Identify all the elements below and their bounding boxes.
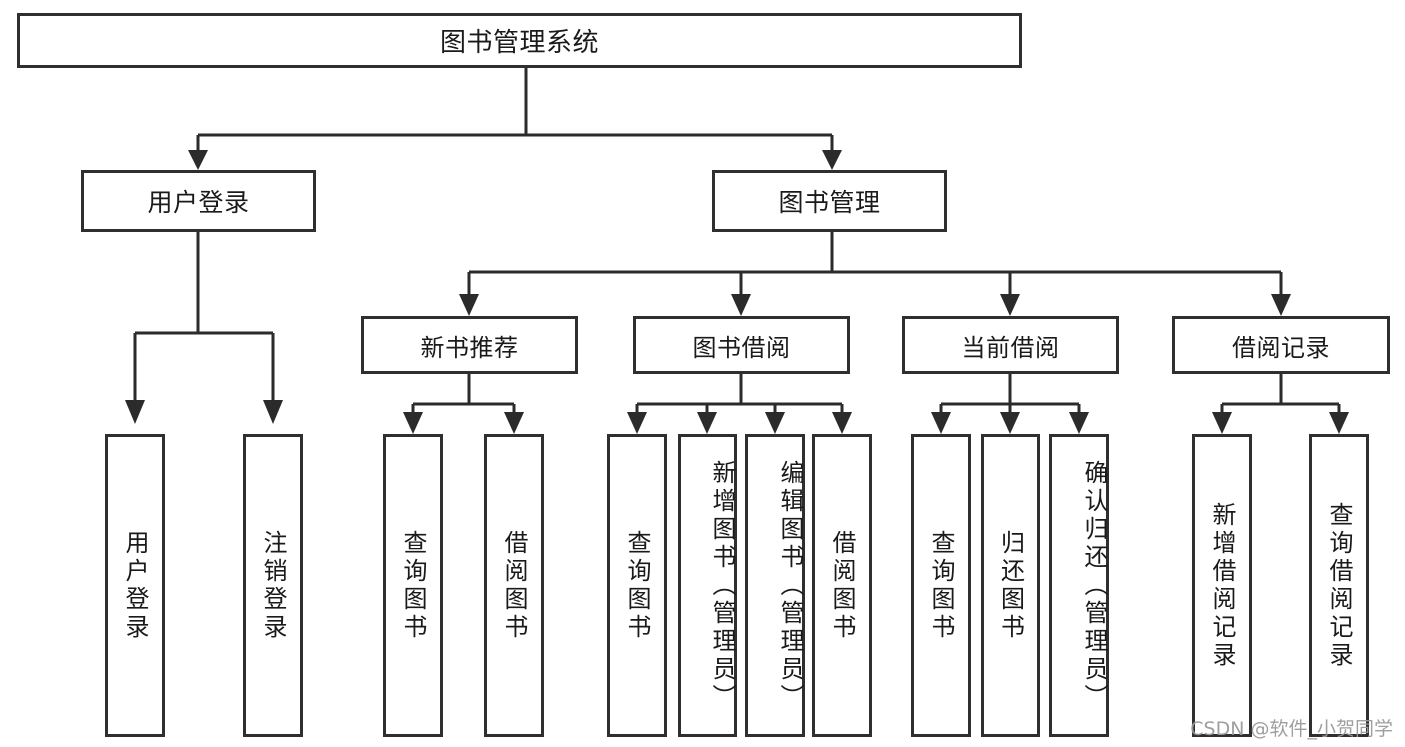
arrowhead-currentborrow-leaf1 (931, 412, 951, 434)
leaf-new-book-borrow[interactable]: 借阅图书 (484, 434, 544, 737)
arrowhead-borrowrecord (1271, 294, 1291, 316)
leaf-user-login-login[interactable]: 用户登录 (105, 434, 165, 737)
leaf-book-borrow-add[interactable]: 新增图书（管理员） (678, 434, 737, 737)
arrowhead-bookborrow-leaf3 (765, 412, 785, 434)
node-book-borrow[interactable]: 图书借阅 (633, 316, 850, 374)
watermark-text: CSDN @软件_小贺同学 (1190, 718, 1393, 740)
arrowhead-currentborrow (1000, 294, 1020, 316)
leaf-book-borrow-borrow[interactable]: 借阅图书 (812, 434, 872, 737)
leaf-current-borrow-query[interactable]: 查询图书 (911, 434, 971, 737)
arrowhead-bookborrow (731, 294, 751, 316)
node-current-borrow[interactable]: 当前借阅 (902, 316, 1119, 374)
leaf-book-borrow-query[interactable]: 查询图书 (607, 434, 667, 737)
arrowhead-user-login (188, 150, 208, 170)
leaf-borrow-record-add[interactable]: 新增借阅记录 (1192, 434, 1252, 737)
arrowhead-newbook-leaf1 (403, 412, 423, 434)
arrowhead-userlogin-leaf2 (263, 400, 283, 424)
leaf-borrow-record-query[interactable]: 查询借阅记录 (1309, 434, 1369, 737)
arrowhead-bookborrow-leaf4 (832, 412, 852, 434)
arrowhead-userlogin-leaf1 (125, 400, 145, 424)
node-book-management[interactable]: 图书管理 (712, 170, 947, 232)
arrowhead-bookborrow-leaf2 (697, 412, 717, 434)
arrowhead-currentborrow-leaf2 (1000, 412, 1020, 434)
arrowhead-bookborrow-leaf1 (627, 412, 647, 434)
node-new-book-recommend[interactable]: 新书推荐 (361, 316, 578, 374)
arrowhead-currentborrow-leaf3 (1069, 412, 1089, 434)
node-borrow-record[interactable]: 借阅记录 (1172, 316, 1390, 374)
arrowhead-borrowrecord-leaf1 (1212, 412, 1232, 434)
arrowhead-book-manage (822, 150, 842, 170)
leaf-book-borrow-edit[interactable]: 编辑图书（管理员） (745, 434, 805, 737)
node-root-system[interactable]: 图书管理系统 (17, 13, 1022, 68)
leaf-current-borrow-return[interactable]: 归还图书 (981, 434, 1040, 737)
leaf-new-book-query[interactable]: 查询图书 (383, 434, 443, 737)
arrowhead-borrowrecord-leaf2 (1329, 412, 1349, 434)
leaf-current-borrow-confirm-return[interactable]: 确认归还（管理员） (1049, 434, 1109, 737)
node-user-login[interactable]: 用户登录 (81, 170, 316, 232)
arrowhead-newbook (459, 294, 479, 316)
leaf-user-login-logout[interactable]: 注销登录 (243, 434, 303, 737)
arrowhead-newbook-leaf2 (504, 412, 524, 434)
